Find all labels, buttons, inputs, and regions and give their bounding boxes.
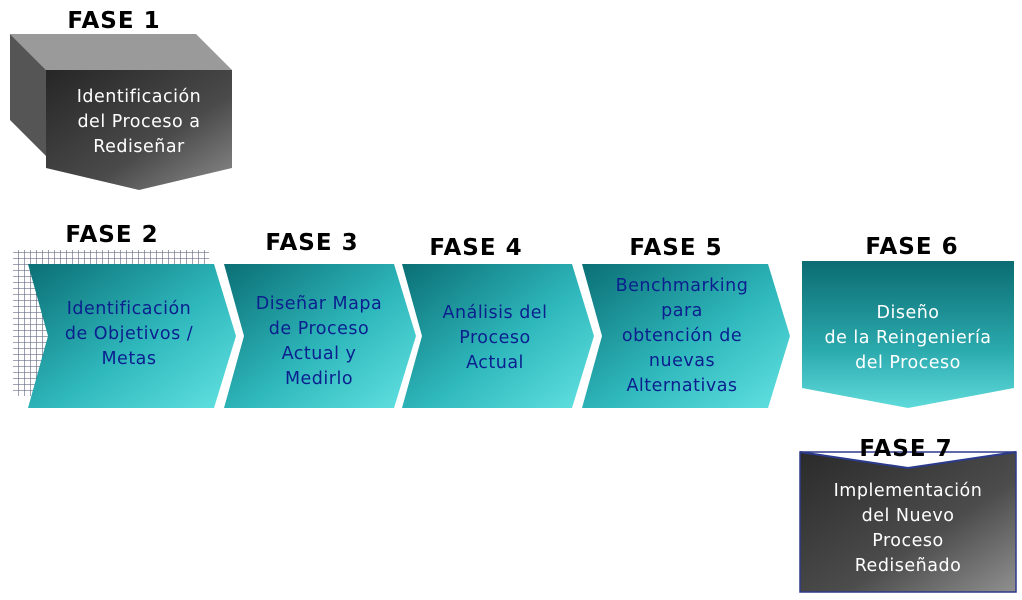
phase-4-shape [402, 264, 594, 408]
phase-1-shape [10, 34, 232, 190]
phase-7-shape [799, 451, 1017, 593]
phase-5-text: Benchmarking para obtención de nuevas Al… [615, 275, 749, 396]
phase-7-text: Implementación del Nuevo Proceso Rediseñ… [833, 481, 983, 576]
phase-6-label: FASE 6 [865, 234, 959, 260]
phase-3-label: FASE 3 [265, 230, 359, 256]
phase-7-label: FASE 7 [859, 436, 953, 462]
phase-6-text: Diseño de la Reingeniería del Proceso [824, 302, 992, 373]
phase-6-shape [802, 261, 1014, 408]
phase-3-text: Diseñar Mapa de Proceso Actual y Medirlo [255, 294, 383, 389]
phase-1-text: Identificación del Proceso a Rediseñar [76, 86, 202, 157]
phase-5-shape [582, 264, 790, 408]
phase-4-label: FASE 4 [429, 235, 523, 261]
phase-4-text: Análisis del Proceso Actual [442, 302, 548, 373]
phase-3-shape [224, 264, 416, 408]
phase-2-label: FASE 2 [65, 222, 159, 248]
phase-5-label: FASE 5 [629, 235, 723, 261]
phase-1-label: FASE 1 [67, 8, 161, 34]
phase-2-shape [28, 264, 236, 408]
phase-2-text: Identificación de Objetivos / Metas [64, 298, 194, 369]
